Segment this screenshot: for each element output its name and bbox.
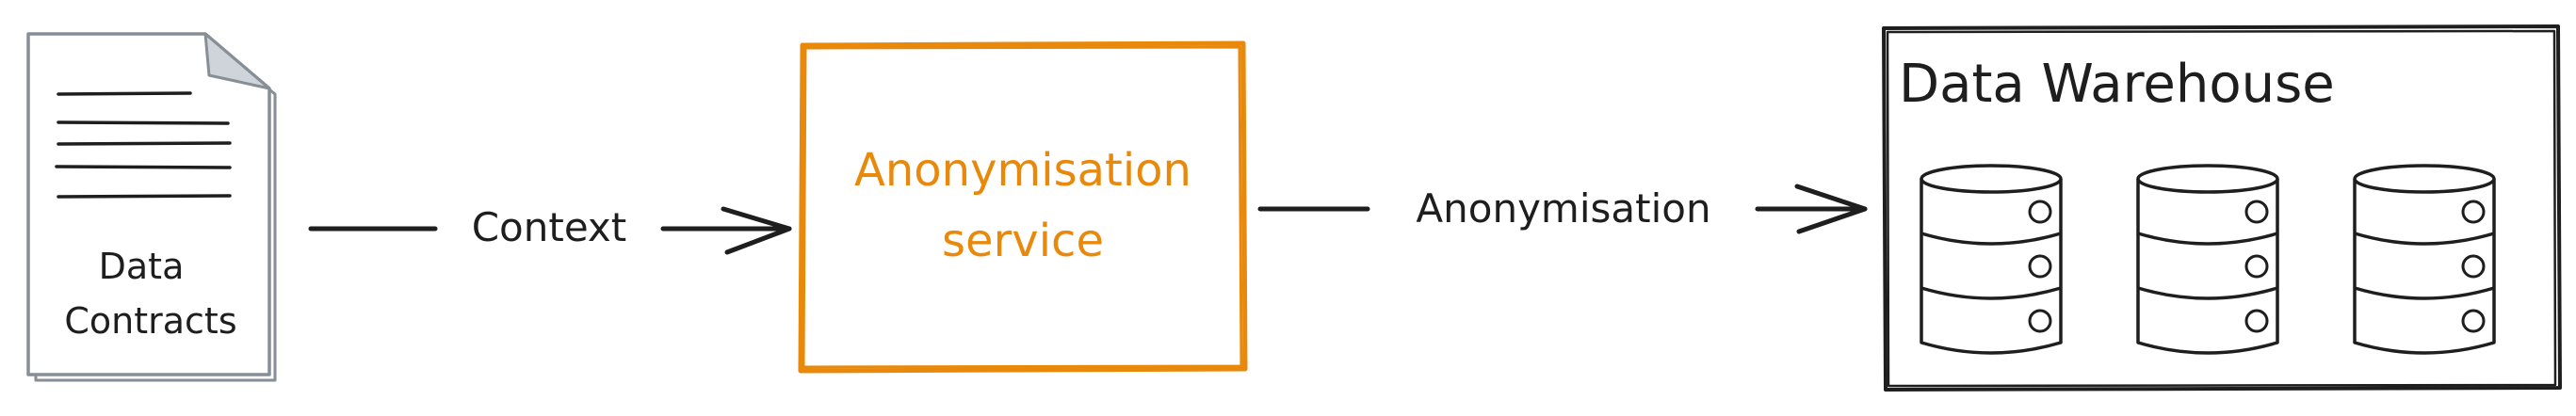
context-arrow[interactable]: Context — [308, 204, 792, 255]
document-lines — [55, 91, 232, 199]
database-icon — [2136, 164, 2279, 355]
doc-label-line2: Contracts — [64, 300, 236, 342]
anonymisation-service-node[interactable]: Anonymisation service — [798, 40, 1248, 374]
anonymisation-arrow[interactable]: Anonymisation — [1257, 184, 1868, 234]
data-contracts-document[interactable]: Data Contracts — [26, 32, 277, 382]
service-label-line2: service — [942, 215, 1104, 267]
service-label-line1: Anonymisation — [854, 144, 1191, 197]
warehouse-title: Data Warehouse — [1899, 54, 2335, 115]
database-group — [1920, 164, 2496, 355]
data-warehouse-node[interactable]: Data Warehouse — [1882, 24, 2562, 392]
anonymisation-arrow-label: Anonymisation — [1416, 185, 1710, 232]
context-arrow-label: Context — [472, 204, 627, 250]
doc-label-line1: Data — [99, 246, 185, 287]
database-icon — [1920, 164, 2063, 355]
database-icon — [2353, 164, 2496, 355]
